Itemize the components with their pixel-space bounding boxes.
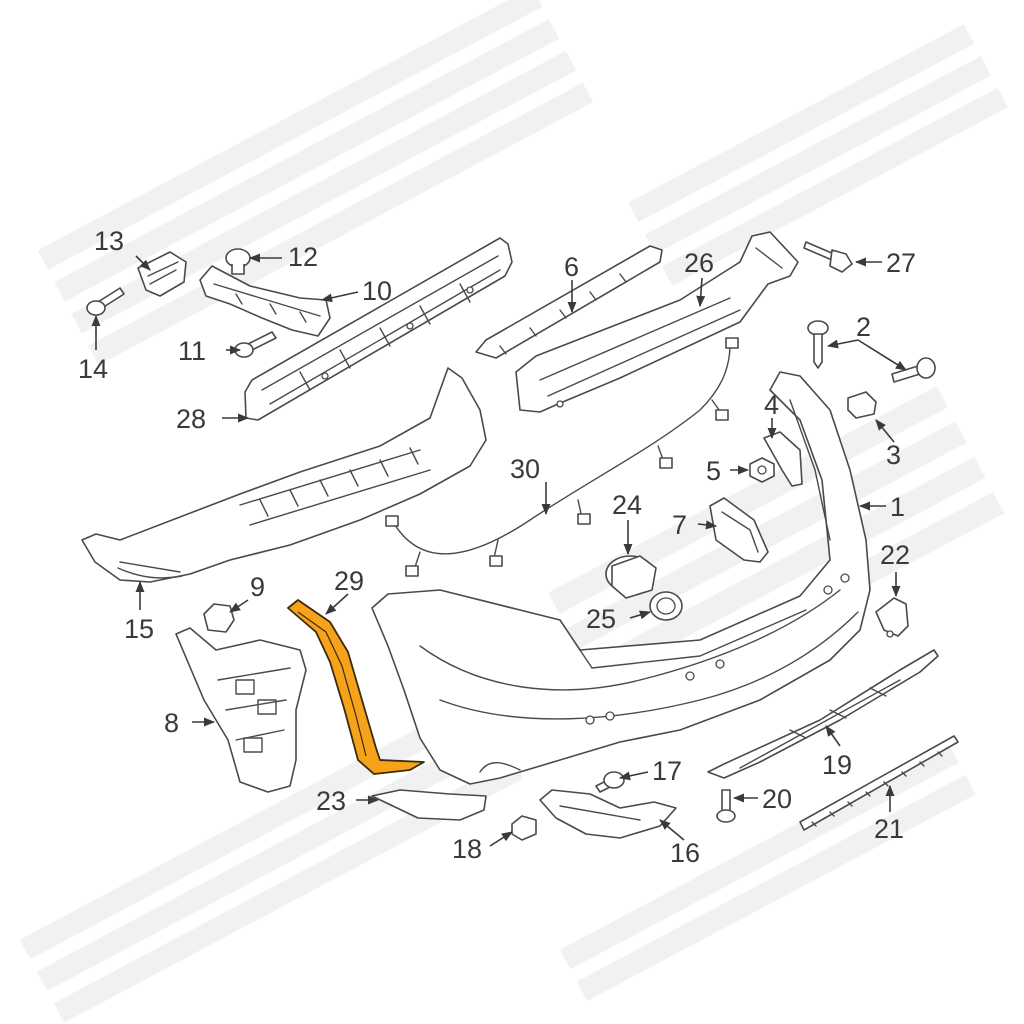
callout-2: 2 — [856, 312, 871, 342]
part-21-strip — [799, 735, 959, 831]
part-5-nut — [749, 457, 775, 483]
part-11-screw — [234, 331, 277, 358]
part-29-highlighted-strip — [287, 599, 425, 775]
callout-12: 12 — [288, 242, 318, 272]
part-2-screw-horizontal — [891, 357, 936, 383]
part-19-lower-trim — [707, 649, 939, 779]
part-28-upper-beam — [244, 237, 513, 421]
callout-25: 25 — [586, 604, 616, 634]
callout-19: 19 — [822, 750, 852, 780]
part-25-sensor-ring — [649, 591, 683, 621]
leader-lines — [91, 253, 907, 847]
callout-26: 26 — [684, 248, 714, 278]
part-16-corner-bracket — [539, 789, 677, 839]
callout-29: 29 — [334, 566, 364, 596]
part-12-clip — [225, 248, 251, 275]
callout-3: 3 — [886, 440, 901, 470]
callout-23: 23 — [316, 786, 346, 816]
part-17-screw — [595, 771, 625, 793]
callout-21: 21 — [874, 814, 904, 844]
part-3-clip — [847, 391, 877, 419]
callout-11: 11 — [178, 336, 206, 366]
callout-18: 18 — [452, 834, 482, 864]
callout-20: 20 — [762, 784, 792, 814]
callout-labels: 13 12 10 14 11 28 6 26 27 2 3 4 5 1 7 24… — [78, 226, 916, 868]
part-18-clip — [511, 815, 537, 841]
callout-16: 16 — [670, 838, 700, 868]
part-10-bracket — [199, 265, 331, 337]
part-30-wiring-harness — [385, 337, 739, 577]
callout-7: 7 — [672, 510, 687, 540]
part-26-reinforcement-bar — [515, 231, 799, 413]
callout-13: 13 — [94, 226, 124, 256]
part-14-screw — [86, 287, 125, 316]
part-4-side-bracket — [763, 431, 803, 487]
callout-14: 14 — [78, 354, 108, 384]
callout-8: 8 — [164, 708, 179, 738]
callout-24: 24 — [612, 490, 642, 520]
part-22-cap — [875, 597, 909, 638]
part-15-diffuser — [81, 367, 487, 583]
callout-1: 1 — [890, 492, 905, 522]
callout-27: 27 — [886, 248, 916, 278]
callout-4: 4 — [764, 390, 779, 420]
part-23-reflector — [371, 789, 487, 821]
part-24-parking-sensor — [605, 555, 657, 599]
callout-5: 5 — [706, 456, 721, 486]
callout-10: 10 — [362, 276, 392, 306]
part-1-bumper-cover — [371, 371, 871, 785]
part-2-screw-vertical — [807, 320, 829, 369]
callout-22: 22 — [880, 540, 910, 570]
callout-6: 6 — [564, 252, 579, 282]
callout-17: 17 — [652, 756, 682, 786]
callout-30: 30 — [510, 454, 540, 484]
part-20-screw — [716, 789, 736, 823]
callout-28: 28 — [176, 404, 206, 434]
callout-9: 9 — [250, 572, 265, 602]
part-9-clip — [203, 603, 235, 633]
part-7-sensor-frame — [709, 497, 769, 563]
callout-15: 15 — [124, 614, 154, 644]
part-8-side-bracket — [175, 627, 307, 793]
part-27-bolt — [803, 241, 853, 273]
